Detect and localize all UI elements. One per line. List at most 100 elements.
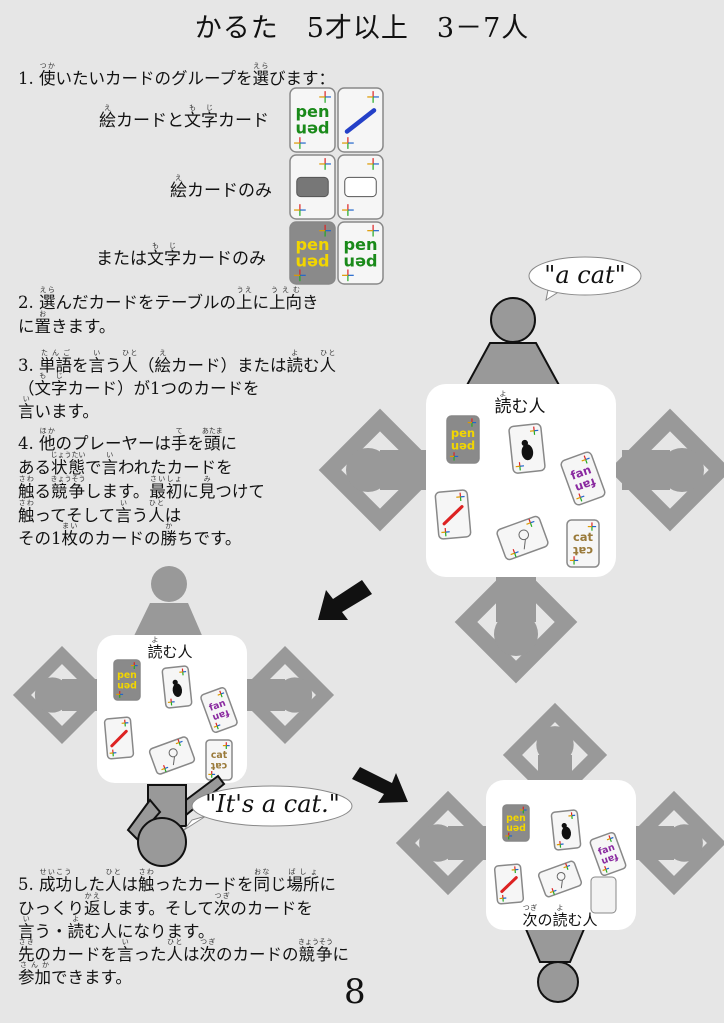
text-segment: 2. xyxy=(18,293,39,312)
card-cat-pic xyxy=(508,423,546,474)
reader-figure xyxy=(132,566,204,640)
step-1-line: 1. 使つかいたいカードのグループを選えらびます： xyxy=(18,62,335,91)
furigana-reading: さき xyxy=(18,938,35,946)
text-segment: む人 xyxy=(162,643,193,661)
furigana-word: 他ほか xyxy=(39,427,56,453)
text-segment: カード xyxy=(218,111,269,131)
furigana-reading: さわ xyxy=(18,475,35,483)
next-reader-label: 次つぎの読よむ人 xyxy=(505,904,615,930)
furigana-reading: うえむ xyxy=(269,286,303,294)
text-segment: つけて xyxy=(215,482,265,501)
furigana-reading: もじ xyxy=(184,104,218,112)
furigana-word: 置お xyxy=(34,310,52,336)
furigana-word: 同おな xyxy=(253,868,271,894)
furigana-word: 選えら xyxy=(39,286,56,312)
card-word: pen xyxy=(295,235,329,254)
card-word: fan xyxy=(208,698,228,714)
furigana-reading: さわ xyxy=(138,868,155,876)
furigana-word: 次つぎ xyxy=(522,904,538,929)
reader-speech-text: "a cat" xyxy=(544,261,626,289)
card-van-outline xyxy=(337,154,384,220)
furigana-reading: つぎ xyxy=(199,938,217,946)
furigana-word: 先さき xyxy=(18,938,35,964)
card-word: pen xyxy=(117,670,137,681)
furigana-reading: よ xyxy=(147,636,163,644)
card-word: pen xyxy=(295,102,329,121)
furigana-reading: ほか xyxy=(39,427,56,435)
furigana-reading: て xyxy=(171,427,188,435)
furigana-word: 手て xyxy=(171,427,188,453)
text-segment: を xyxy=(187,434,205,453)
furigana-word: 読よ xyxy=(552,904,568,929)
furigana-reading: い xyxy=(115,499,132,507)
text-segment: われたカードを xyxy=(118,458,233,477)
card-word-inverted: pen xyxy=(451,440,475,454)
card-van xyxy=(289,154,336,220)
text-segment: します。そして xyxy=(100,899,214,918)
text-segment: った xyxy=(133,945,167,964)
text-segment: む人 xyxy=(567,911,598,929)
furigana-word: 上うえ xyxy=(236,286,253,312)
step-4-line: 4. 他ほかのプレーヤーは手てを頭あたまに xyxy=(18,427,237,456)
page-number: 8 xyxy=(344,972,366,1012)
card-word: cat xyxy=(573,530,594,544)
furigana-word: 文字もじ xyxy=(147,242,181,269)
card-word-inverted: cat xyxy=(572,544,593,558)
furigana-word: 場所ばしょ xyxy=(286,868,320,894)
text-segment: に xyxy=(332,945,350,964)
text-segment: きます。 xyxy=(51,317,116,336)
text-segment: カード）または xyxy=(171,356,287,375)
furigana-word: 触さわ xyxy=(138,868,155,894)
furigana-reading: えら xyxy=(252,62,270,70)
text-segment: 3. xyxy=(18,356,39,375)
card-cat-pic xyxy=(550,809,582,851)
text-segment: に xyxy=(252,293,270,312)
furigana-reading: きょうそう xyxy=(298,938,333,946)
text-segment: に xyxy=(319,875,337,894)
card-word: fan xyxy=(569,462,594,482)
furigana-word: 状態じょうたい xyxy=(50,451,86,477)
text-segment: その1 xyxy=(18,529,62,548)
side-player-left xyxy=(318,408,442,532)
text-segment: （ xyxy=(18,379,35,398)
reader-figure xyxy=(458,297,568,399)
furigana-reading: ひと xyxy=(148,499,165,507)
text-segment: のカードを xyxy=(34,945,118,964)
furigana-reading: もじ xyxy=(147,242,181,250)
furigana-reading: ひと xyxy=(166,938,184,946)
text-segment: 1. xyxy=(18,69,39,88)
card-word-inverted: pen xyxy=(295,120,329,139)
furigana-word: 参加さんか xyxy=(18,961,51,987)
text-segment: む xyxy=(303,356,320,375)
furigana-reading: じょうたい xyxy=(50,451,86,459)
card-word-inverted: fan xyxy=(211,707,231,723)
furigana-word: 人ひと xyxy=(105,868,122,894)
furigana-word: 読よ xyxy=(286,349,304,375)
card-word-inverted: fan xyxy=(600,851,620,867)
text-segment: じ xyxy=(270,875,287,894)
furigana-word: 言い xyxy=(115,499,132,525)
card-word-inverted: pen xyxy=(506,823,526,834)
card-pen-red xyxy=(434,489,472,540)
furigana-word: 言い xyxy=(88,349,106,375)
card-pen-pic xyxy=(337,87,384,153)
furigana-reading: かえ xyxy=(84,892,101,900)
page-title: かるた 5才以上 3－7人 xyxy=(194,13,530,44)
side-player-left xyxy=(12,645,112,745)
furigana-word: 絵え xyxy=(154,349,172,375)
step-3-line: （文字もじカード）が1つのカードを xyxy=(18,372,260,401)
text-segment: に xyxy=(182,482,199,501)
furigana-reading: よ xyxy=(552,904,568,912)
side-player-bottom xyxy=(454,560,578,684)
furigana-reading: つぎ xyxy=(522,904,538,912)
furigana-reading: あたま xyxy=(201,427,223,435)
step-5-line: 先さきのカードを言いった人ひとは次つぎのカードの競争きょうそうに xyxy=(18,938,349,967)
step-3-line: 言いいます。 xyxy=(18,395,99,424)
text-segment: びます： xyxy=(269,69,336,88)
furigana-reading: つか xyxy=(39,62,56,70)
